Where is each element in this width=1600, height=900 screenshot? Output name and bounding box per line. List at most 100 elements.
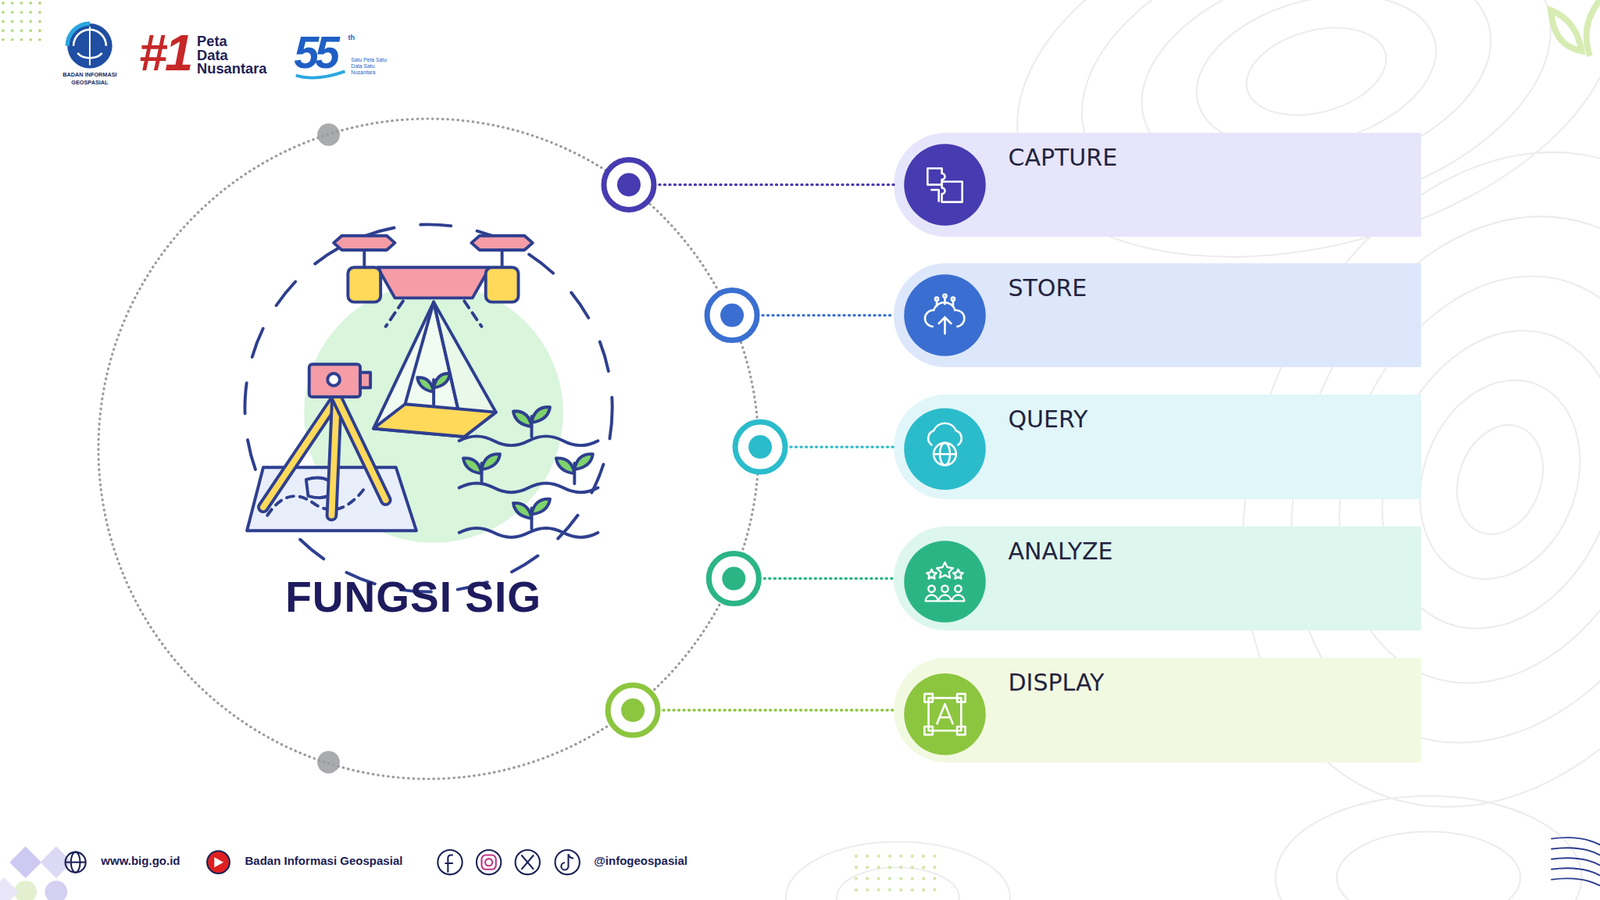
ring-dot xyxy=(720,303,744,328)
gis-illustration xyxy=(377,267,490,298)
logo-text: th xyxy=(347,34,355,42)
gis-illustration xyxy=(405,302,435,405)
circle-dots xyxy=(317,123,340,774)
gis-illustration xyxy=(263,397,337,508)
gis-illustration xyxy=(556,457,575,474)
function-band: CAPTURE xyxy=(893,132,1422,237)
dotted-connector xyxy=(628,183,894,186)
gis-illustration xyxy=(459,528,599,538)
gis-illustration xyxy=(574,453,593,470)
corner-leaf xyxy=(1586,0,1600,57)
function-label: CAPTURE xyxy=(1007,143,1409,172)
corner-leaf xyxy=(1550,10,1582,51)
corner-arcs xyxy=(1550,837,1600,845)
gis-illustration xyxy=(331,397,337,515)
dot-grid xyxy=(850,852,937,899)
function-band: STORE xyxy=(893,263,1422,368)
topographic-lines xyxy=(1236,13,1397,129)
ring-marker xyxy=(707,290,758,341)
logo-text: Peta Data Nusantara xyxy=(196,34,205,75)
gis-illustration xyxy=(336,397,386,500)
corner-arcs xyxy=(1550,867,1600,875)
agency-logo xyxy=(67,23,112,68)
diagram-title: FUNGSI SIG xyxy=(96,572,730,622)
function-band: ANALYZE xyxy=(893,526,1422,631)
dotted-connector xyxy=(760,445,894,448)
gis-illustration xyxy=(530,507,534,529)
gis-illustration xyxy=(471,235,533,250)
gis-illustration xyxy=(303,283,564,543)
gis-illustration xyxy=(480,463,484,484)
gis-illustration xyxy=(481,453,500,470)
logo-text: 55 xyxy=(293,30,336,75)
gis-illustration xyxy=(244,224,612,592)
social-icons xyxy=(515,850,540,875)
agency-logo xyxy=(89,26,91,66)
gis-illustration xyxy=(336,397,386,500)
function-band: QUERY xyxy=(893,394,1422,499)
social-icons xyxy=(207,850,230,874)
gis-illustration xyxy=(464,300,482,327)
ring-marker xyxy=(708,553,759,604)
corner-leaf xyxy=(1550,0,1600,57)
ring-outer xyxy=(708,553,759,604)
footer-text: @infogeospasial xyxy=(593,853,688,868)
topographic-lines xyxy=(785,842,1011,900)
function-band: DISPLAY xyxy=(893,657,1422,762)
function-label: STORE xyxy=(1007,274,1409,303)
ring-dot xyxy=(617,172,641,197)
corner-diamonds xyxy=(9,846,42,879)
gis-illustration xyxy=(572,463,576,484)
corner-diamonds xyxy=(0,846,72,900)
ring-marker xyxy=(735,421,786,472)
agency-logo xyxy=(73,29,107,47)
topographic-lines xyxy=(785,0,1600,900)
gis-illustration xyxy=(331,397,337,515)
gis-illustration xyxy=(459,435,599,446)
social-icons xyxy=(555,850,580,875)
logo-text: BADAN INFORMASI GEOSPASIAL xyxy=(57,71,123,86)
topographic-lines xyxy=(836,867,960,900)
ring-dot xyxy=(748,435,772,459)
dotted-connector xyxy=(732,314,894,317)
logo-text: Satu Peta Satu Data Satu Nusantara xyxy=(350,57,398,75)
social-icons xyxy=(521,855,534,870)
corner-diamonds xyxy=(44,880,68,900)
gis-illustration xyxy=(531,407,550,423)
gis-illustration xyxy=(531,499,550,515)
gis-illustration xyxy=(263,397,337,508)
circle-dots xyxy=(317,750,340,774)
corner-diamonds xyxy=(0,877,19,900)
gis-illustration xyxy=(459,482,599,493)
social-icons xyxy=(444,855,453,873)
gis-illustration xyxy=(373,403,497,437)
gis-illustration xyxy=(309,364,361,397)
social-icons xyxy=(214,857,224,868)
social-icons xyxy=(65,852,86,873)
ring-dot xyxy=(721,567,746,591)
gis-illustration xyxy=(327,373,340,386)
corner-arcs xyxy=(1550,837,1600,886)
gis-illustration xyxy=(362,250,366,268)
gis-illustration xyxy=(432,379,436,407)
function-label: ANALYZE xyxy=(1007,537,1409,566)
gis-illustration xyxy=(485,267,519,302)
topographic-lines xyxy=(1392,357,1600,602)
gis-illustration xyxy=(244,224,612,592)
gis-illustration xyxy=(433,302,497,437)
footer-text: www.big.go.id xyxy=(100,853,180,868)
topographic-lines xyxy=(1336,831,1521,900)
circle-outline xyxy=(96,117,761,781)
gis-illustration xyxy=(513,410,533,427)
social-icons xyxy=(476,850,501,875)
function-label: QUERY xyxy=(1007,405,1409,434)
agency-logo xyxy=(77,53,102,58)
footer-text: Badan Informasi Geospasial xyxy=(244,853,403,868)
social-icons xyxy=(481,855,496,870)
gis-illustration xyxy=(246,467,417,531)
gis-illustration xyxy=(306,478,337,499)
function-label: DISPLAY xyxy=(1007,668,1409,697)
gis-illustration xyxy=(530,416,534,437)
gis-illustration xyxy=(347,267,381,302)
